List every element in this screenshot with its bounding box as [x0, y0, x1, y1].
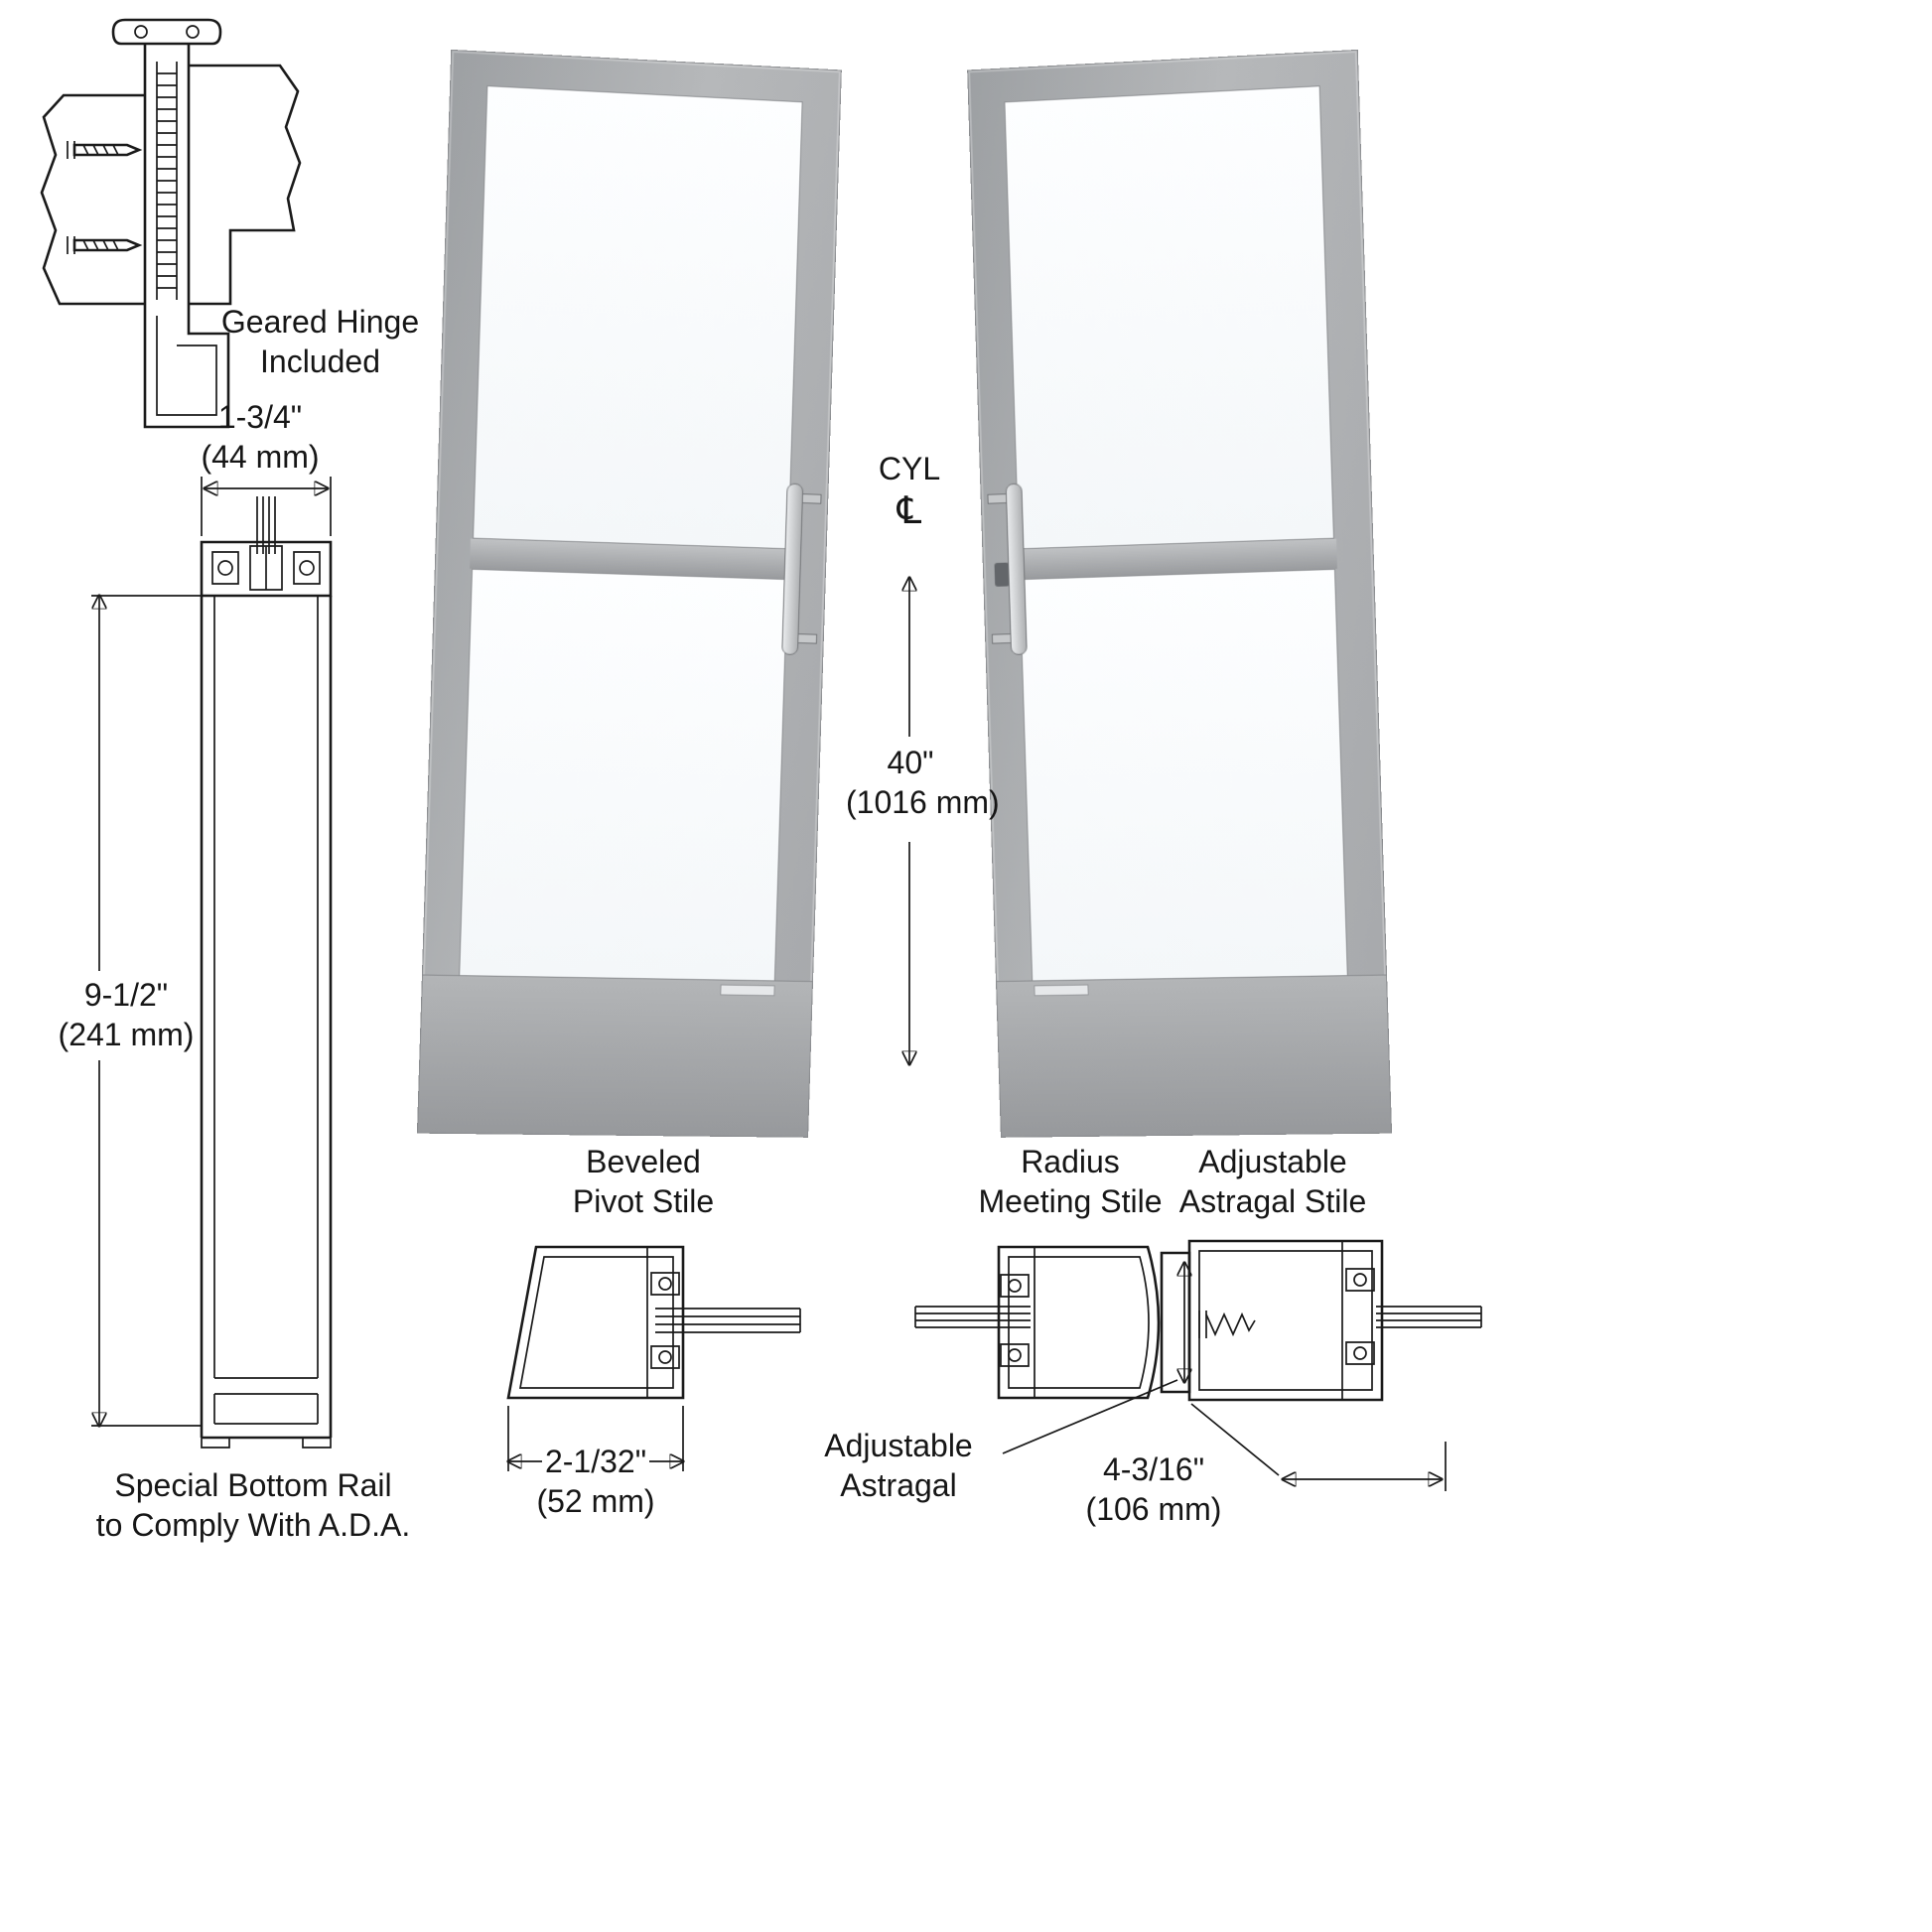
pivot-stile-label: Beveled Pivot Stile	[544, 1142, 743, 1221]
geared-hinge-drawing	[40, 18, 302, 429]
pivot-stile-line1: Beveled	[586, 1144, 701, 1179]
astragal-width-dimension	[1190, 1403, 1447, 1491]
astragal-stile-label: Adjustable Astragal Stile	[1164, 1142, 1382, 1221]
left-door-top-glass	[472, 85, 803, 550]
pivot-stile-section-drawing	[506, 1245, 801, 1400]
pivot-width-mm: (52 mm)	[536, 1483, 655, 1519]
rail-width-dimension	[201, 477, 332, 536]
rail-width-inches: 1-3/4"	[217, 399, 303, 435]
rail-width-dim-label: 1-3/4" (44 mm)	[191, 397, 330, 477]
rail-width-mm: (44 mm)	[201, 439, 320, 475]
cyl-centerline-label: CYL ℄	[872, 449, 947, 534]
astragal-stile-line1: Adjustable	[1198, 1144, 1347, 1179]
left-door	[416, 49, 842, 1138]
pivot-width-dimension	[508, 1406, 683, 1471]
handle-standoff-bottom	[795, 633, 818, 644]
left-door-sweep-detail	[720, 984, 775, 997]
right-door-sweep-detail	[1034, 984, 1089, 997]
left-door-bottom-rail	[417, 974, 813, 1137]
handle-height-mm: (1016 mm)	[846, 784, 1000, 820]
right-door-pull-handle	[987, 483, 1028, 655]
ada-note-line2: to Comply With A.D.A.	[95, 1507, 411, 1543]
handle-standoff-top	[799, 493, 822, 504]
geared-hinge-label-line1: Geared Hinge	[220, 304, 420, 340]
astragal-width-inches: 4-3/16"	[1102, 1451, 1205, 1487]
astragal-width-mm: (106 mm)	[1085, 1491, 1222, 1527]
geared-hinge-label-line2: Included	[260, 344, 380, 379]
handle-height-dim-label: 40" (1016 mm)	[846, 743, 1000, 822]
meeting-stile-line1: Radius	[1021, 1144, 1120, 1179]
pivot-width-inches: 2-1/32"	[544, 1444, 647, 1479]
ada-note-line1: Special Bottom Rail	[114, 1467, 392, 1503]
astragal-width-dim-label: 4-3/16" (106 mm)	[1064, 1449, 1243, 1529]
cyl-text: CYL	[878, 451, 941, 486]
right-door-top-glass	[1004, 85, 1334, 550]
right-door-bottom-rail	[996, 974, 1392, 1137]
right-door-bottom-glass	[1019, 568, 1348, 982]
pivot-width-dim-label: 2-1/32" (52 mm)	[534, 1442, 657, 1521]
rail-height-inches: 9-1/2"	[83, 977, 169, 1013]
rail-height-dimension	[91, 596, 202, 1426]
astragal-stile-line2: Astragal Stile	[1178, 1183, 1367, 1219]
adjustable-astragal-label: Adjustable Astragal	[789, 1426, 1008, 1505]
rail-height-mm: (241 mm)	[58, 1017, 195, 1052]
ada-note-label: Special Bottom Rail to Comply With A.D.A…	[89, 1465, 417, 1545]
handle-height-inches: 40"	[887, 745, 934, 780]
adjustable-astragal-line2: Astragal	[840, 1467, 957, 1503]
bottom-rail-drawing	[200, 496, 333, 1449]
pivot-stile-line2: Pivot Stile	[572, 1183, 715, 1219]
left-door-bottom-glass	[459, 568, 788, 982]
centerline-symbol: ℄	[897, 490, 922, 532]
left-door-pull-handle	[781, 483, 822, 655]
meeting-stile-label: Radius Meeting Stile	[961, 1142, 1179, 1221]
rail-height-dim-label: 9-1/2" (241 mm)	[52, 975, 201, 1054]
right-door	[967, 49, 1393, 1138]
meeting-astragal-section-drawing	[914, 1239, 1482, 1454]
meeting-stile-line2: Meeting Stile	[978, 1183, 1163, 1219]
adjustable-astragal-line1: Adjustable	[824, 1428, 973, 1463]
geared-hinge-label: Geared Hinge Included	[213, 302, 427, 381]
